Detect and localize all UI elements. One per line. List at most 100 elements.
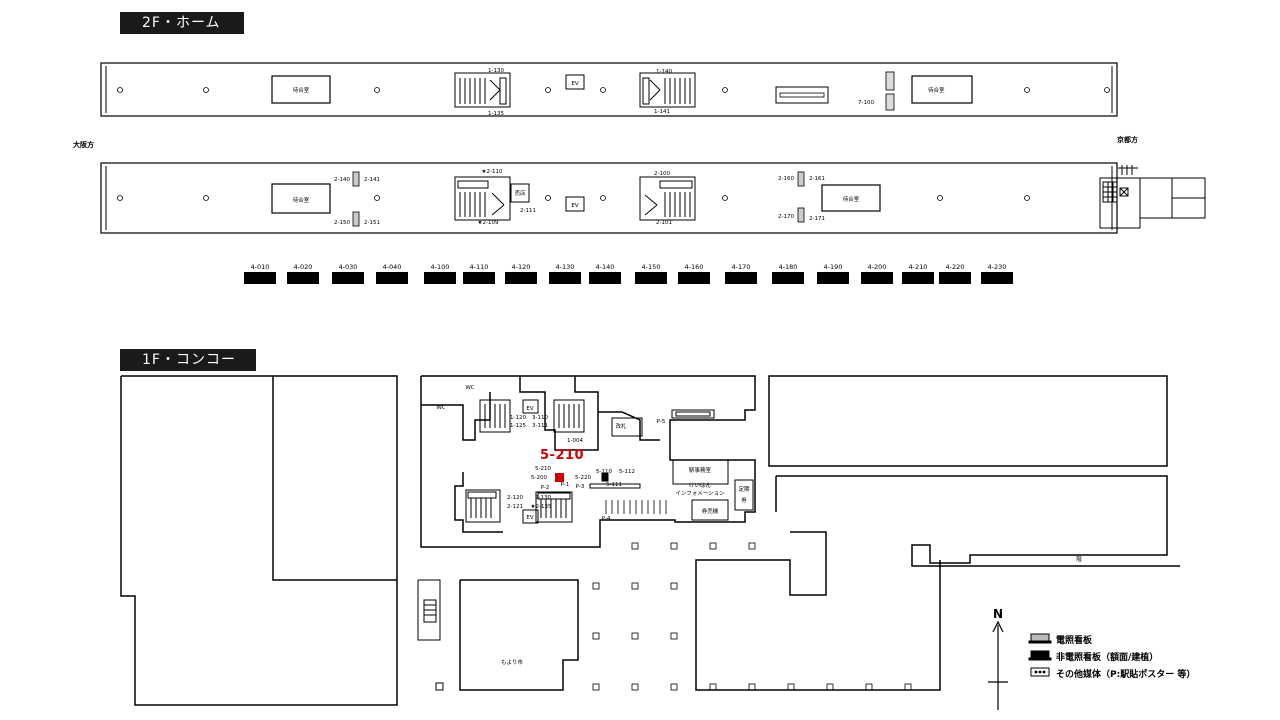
track-panel bbox=[678, 272, 710, 284]
direction-west: 大阪方 bbox=[73, 141, 94, 149]
sign-id: 5-112 bbox=[619, 469, 635, 475]
concourse-west-building bbox=[120, 375, 398, 706]
track-panel bbox=[376, 272, 408, 284]
station-office bbox=[672, 459, 729, 485]
track-panel-label: 4-190 bbox=[824, 263, 843, 271]
elevator-top bbox=[565, 74, 585, 90]
track-panel-label: 4-100 bbox=[431, 263, 450, 271]
track-panel bbox=[725, 272, 757, 284]
sign-id: 2-101 bbox=[656, 220, 672, 226]
escalator-top bbox=[775, 86, 829, 104]
ticket-machine bbox=[691, 499, 729, 521]
track-panel bbox=[332, 272, 364, 284]
gates-label: 改札 bbox=[615, 422, 627, 430]
sign-id: P-4 bbox=[602, 516, 611, 522]
track-panel bbox=[939, 272, 971, 284]
track-panel-label: 4-180 bbox=[779, 263, 798, 271]
platform-bottom bbox=[100, 162, 1118, 234]
sign-id: 1-130 bbox=[488, 68, 504, 74]
pillars-top bbox=[117, 87, 1110, 93]
map-labels: 待合室待合室EV1-1301-1351-1401-1417-100待合室待合室売… bbox=[293, 68, 1083, 666]
track-panel-label: 4-200 bbox=[868, 263, 887, 271]
track-panel bbox=[635, 272, 667, 284]
track-panel-label: 4-030 bbox=[339, 263, 358, 271]
track-panel-label: 4-160 bbox=[685, 263, 704, 271]
elevator-1f-a bbox=[522, 399, 539, 414]
legend-lit-sign: 電照看板 bbox=[1056, 636, 1093, 646]
compass-north: N bbox=[993, 607, 1004, 621]
sign-id: 1-141 bbox=[654, 109, 670, 115]
sign-id: 2-140 bbox=[334, 177, 350, 183]
track-panel-label: 4-010 bbox=[251, 263, 270, 271]
highlighted-sign-marker bbox=[555, 473, 564, 482]
track-panel bbox=[424, 272, 456, 284]
sign-id: 2-100 bbox=[654, 171, 670, 177]
sign-id: 2-130 bbox=[535, 495, 551, 501]
elevator-label: EV bbox=[571, 81, 578, 87]
ticket-office-label: 定期 bbox=[738, 485, 750, 493]
sign-id: ★2-135 bbox=[531, 504, 552, 510]
stairs-label: 階 bbox=[1076, 555, 1082, 563]
concourse-station bbox=[420, 375, 756, 548]
compass bbox=[988, 620, 1008, 710]
sign-id: 5-110 bbox=[596, 469, 612, 475]
waiting-room-label: 待合室 bbox=[293, 86, 310, 94]
sign-id: 1-004 bbox=[567, 438, 583, 444]
sign-id: 2-150 bbox=[334, 220, 350, 226]
sign-id: 1-135 bbox=[488, 111, 504, 117]
stairs-top-2 bbox=[639, 72, 696, 108]
sign-id: 5-210 bbox=[535, 466, 551, 472]
sign-id: 2-151 bbox=[364, 220, 380, 226]
waiting-room-top-2 bbox=[911, 75, 973, 104]
platform-top bbox=[100, 62, 1118, 117]
sign-id: 1-140 bbox=[656, 69, 672, 75]
elevator-bottom bbox=[565, 196, 585, 212]
waiting-room-bottom-2 bbox=[821, 184, 881, 212]
highlighted-sign-label[interactable]: 5-210 bbox=[540, 448, 585, 463]
track-panel bbox=[549, 272, 581, 284]
waiting-room-top-1 bbox=[271, 75, 331, 104]
track-panel-label: 4-130 bbox=[556, 263, 575, 271]
sign-id: P-3 bbox=[576, 484, 585, 490]
track-panel bbox=[861, 272, 893, 284]
east-structure bbox=[1099, 165, 1206, 229]
track-panel bbox=[902, 272, 934, 284]
elevator-label: EV bbox=[526, 515, 533, 521]
legend-other-media: その他媒体（P:駅貼ポスター 等） bbox=[1056, 670, 1196, 680]
waiting-room-label: 待合室 bbox=[293, 196, 310, 204]
sign-id: 2-160 bbox=[778, 176, 794, 182]
sign-id: 5-200 bbox=[531, 475, 547, 481]
sign-id: P-1 bbox=[561, 482, 570, 488]
track-panel-label: 4-220 bbox=[946, 263, 965, 271]
track-panel-label: 4-140 bbox=[596, 263, 615, 271]
track-panel-label: 4-210 bbox=[909, 263, 928, 271]
sign-id: 3-110 bbox=[532, 415, 548, 421]
direction-east: 京都方 bbox=[1117, 136, 1138, 144]
track-panel bbox=[505, 272, 537, 284]
west-small-stairs bbox=[417, 579, 444, 691]
stairs-top-1 bbox=[454, 72, 511, 108]
shop-bottom bbox=[510, 183, 530, 203]
waiting-room-label: 待合室 bbox=[928, 86, 945, 94]
shop-label: 売店 bbox=[514, 189, 526, 197]
sign-id: 7-100 bbox=[858, 100, 874, 106]
sign-id: 2-120 bbox=[507, 495, 523, 501]
track-panel bbox=[981, 272, 1013, 284]
ticket-machine-label: 券売機 bbox=[702, 507, 719, 515]
sign-id: 2-141 bbox=[364, 177, 380, 183]
track-panel-label: 4-150 bbox=[642, 263, 661, 271]
sign-id: 2-121 bbox=[507, 504, 523, 510]
wc-label: WC bbox=[465, 385, 474, 391]
sign-id: 3-111 bbox=[532, 423, 548, 429]
track-panel-label: 4-040 bbox=[383, 263, 402, 271]
track-panel bbox=[817, 272, 849, 284]
sign-id: P-5 bbox=[657, 419, 666, 425]
concourse-east-buildings bbox=[459, 375, 1180, 691]
pillars-bottom bbox=[117, 195, 1030, 201]
waiting-room-label: 待合室 bbox=[843, 195, 860, 203]
stairs-bottom-2 bbox=[639, 176, 696, 221]
sign-id: 2-170 bbox=[778, 214, 794, 220]
legend-icons bbox=[1028, 633, 1052, 677]
